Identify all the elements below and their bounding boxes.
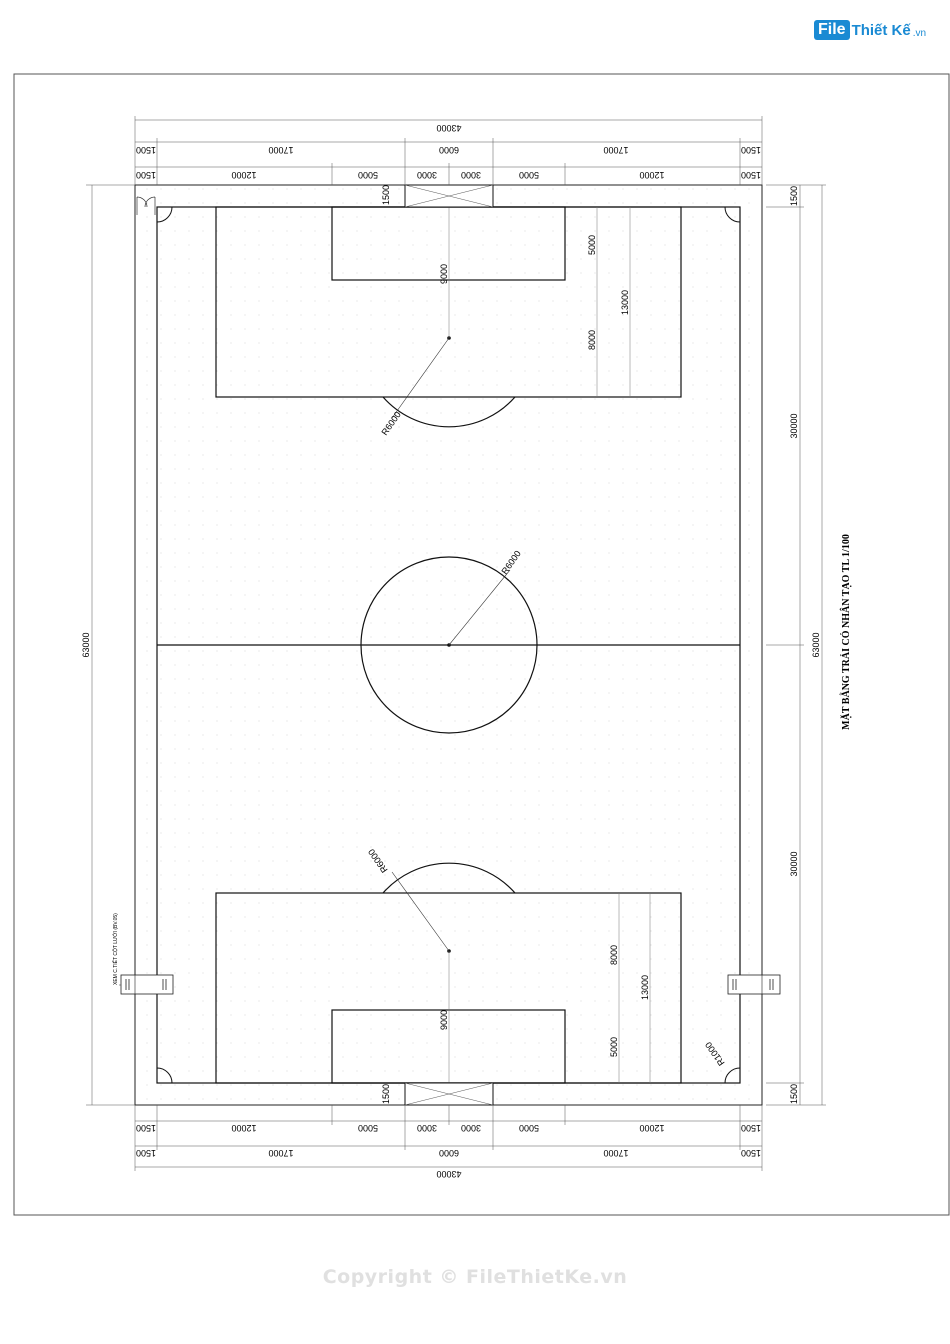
drawing-title: MẶT BẰNG TRẢI CỎ NHÂN TẠO TL 1/100 (839, 534, 852, 730)
right-dim-30000-bottom: 30000 (789, 851, 799, 876)
net-post-right (727, 974, 781, 995)
top-radius-leader (391, 337, 450, 419)
left-dimension-chain (86, 184, 135, 1106)
top-goal-cross-2 (404, 184, 494, 208)
site-logo: File Thiết Kế .vn (814, 16, 926, 44)
door-symbol (136, 196, 156, 215)
top-goal-depth: 1500 (381, 185, 391, 205)
bottom-dim-8000: 8000 (609, 945, 619, 965)
corner-arc-tl (156, 206, 173, 223)
logo-tld-text: .vn (912, 27, 927, 39)
bottom-dim-12000-right: 12000 (639, 1123, 664, 1133)
net-post-left (120, 974, 174, 995)
top-dim-1500-left-row2: 1500 (136, 170, 156, 180)
bottom-dim-1500-right-row2: 1500 (741, 1148, 761, 1158)
bottom-dim-5000-right: 5000 (519, 1123, 539, 1133)
top-dim-1500-right-row2: 1500 (741, 170, 761, 180)
bottom-dim-3000-left: 3000 (417, 1123, 437, 1133)
top-dim-17000-left: 17000 (268, 145, 293, 155)
bottom-dim-43000: 43000 (436, 1169, 461, 1179)
center-circle (360, 556, 538, 734)
top-dim-13000: 13000 (620, 290, 630, 315)
bottom-dim-3000-right: 3000 (461, 1123, 481, 1133)
bottom-dim-17000-right: 17000 (603, 1148, 628, 1158)
top-dim-3000-right: 3000 (461, 170, 481, 180)
left-dim-63000: 63000 (81, 632, 91, 657)
bottom-dimension-chains (134, 1105, 763, 1171)
bottom-goal-depth: 1500 (381, 1084, 391, 1104)
bottom-dim-1500-right-row1: 1500 (741, 1123, 761, 1133)
bottom-radius-leader (391, 871, 450, 952)
top-dim-1500-left-row1: 1500 (136, 145, 156, 155)
bottom-dim-6000: 6000 (439, 1148, 459, 1158)
right-dimension-chains (766, 184, 826, 1106)
center-radius-leader (448, 569, 511, 646)
bottom-dim-17000-left: 17000 (268, 1148, 293, 1158)
top-dim-5000-left: 5000 (358, 170, 378, 180)
bottom-goal-cross-2 (404, 1082, 494, 1106)
right-dim-1500-top: 1500 (789, 186, 799, 206)
corner-arc-bl (156, 1067, 173, 1084)
bottom-dim-1500-left-row1: 1500 (136, 1123, 156, 1133)
right-dim-63000: 63000 (811, 632, 821, 657)
logo-file-mark: File (814, 20, 850, 40)
top-dim-5000: 5000 (587, 235, 597, 255)
net-post-note: XEM C.TIẾT CỘT LƯỚI (BV.05) (112, 913, 119, 985)
bottom-dim-5000: 5000 (609, 1037, 619, 1057)
top-dim-1500-right-row1: 1500 (741, 145, 761, 155)
top-dim-5000-right: 5000 (519, 170, 539, 180)
top-dim-12000-left: 12000 (231, 170, 256, 180)
top-dim-43000: 43000 (436, 123, 461, 133)
corner-arc-br (724, 1067, 741, 1084)
top-dimension-chains (134, 116, 763, 185)
bottom-dim-12000-left: 12000 (231, 1123, 256, 1133)
corner-arc-tr (724, 206, 741, 223)
top-dim-6000: 6000 (439, 145, 459, 155)
top-dim-3000-left: 3000 (417, 170, 437, 180)
top-dim-8000: 8000 (587, 330, 597, 350)
bottom-dim-1500-left-row2: 1500 (136, 1148, 156, 1158)
top-dim-12000-right: 12000 (639, 170, 664, 180)
copyright-text: Copyright © FileThietKe.vn (322, 1266, 628, 1288)
bottom-spot-dim: 9000 (439, 1010, 449, 1030)
sheet-frame (13, 73, 950, 1216)
top-dim-17000-right: 17000 (603, 145, 628, 155)
logo-brand-text: Thiết Kế (851, 21, 911, 39)
right-dim-30000-top: 30000 (789, 413, 799, 438)
bottom-dim-13000: 13000 (640, 975, 650, 1000)
top-spot-dim: 9000 (439, 264, 449, 284)
right-dim-1500-bottom: 1500 (789, 1084, 799, 1104)
bottom-dim-5000-left: 5000 (358, 1123, 378, 1133)
